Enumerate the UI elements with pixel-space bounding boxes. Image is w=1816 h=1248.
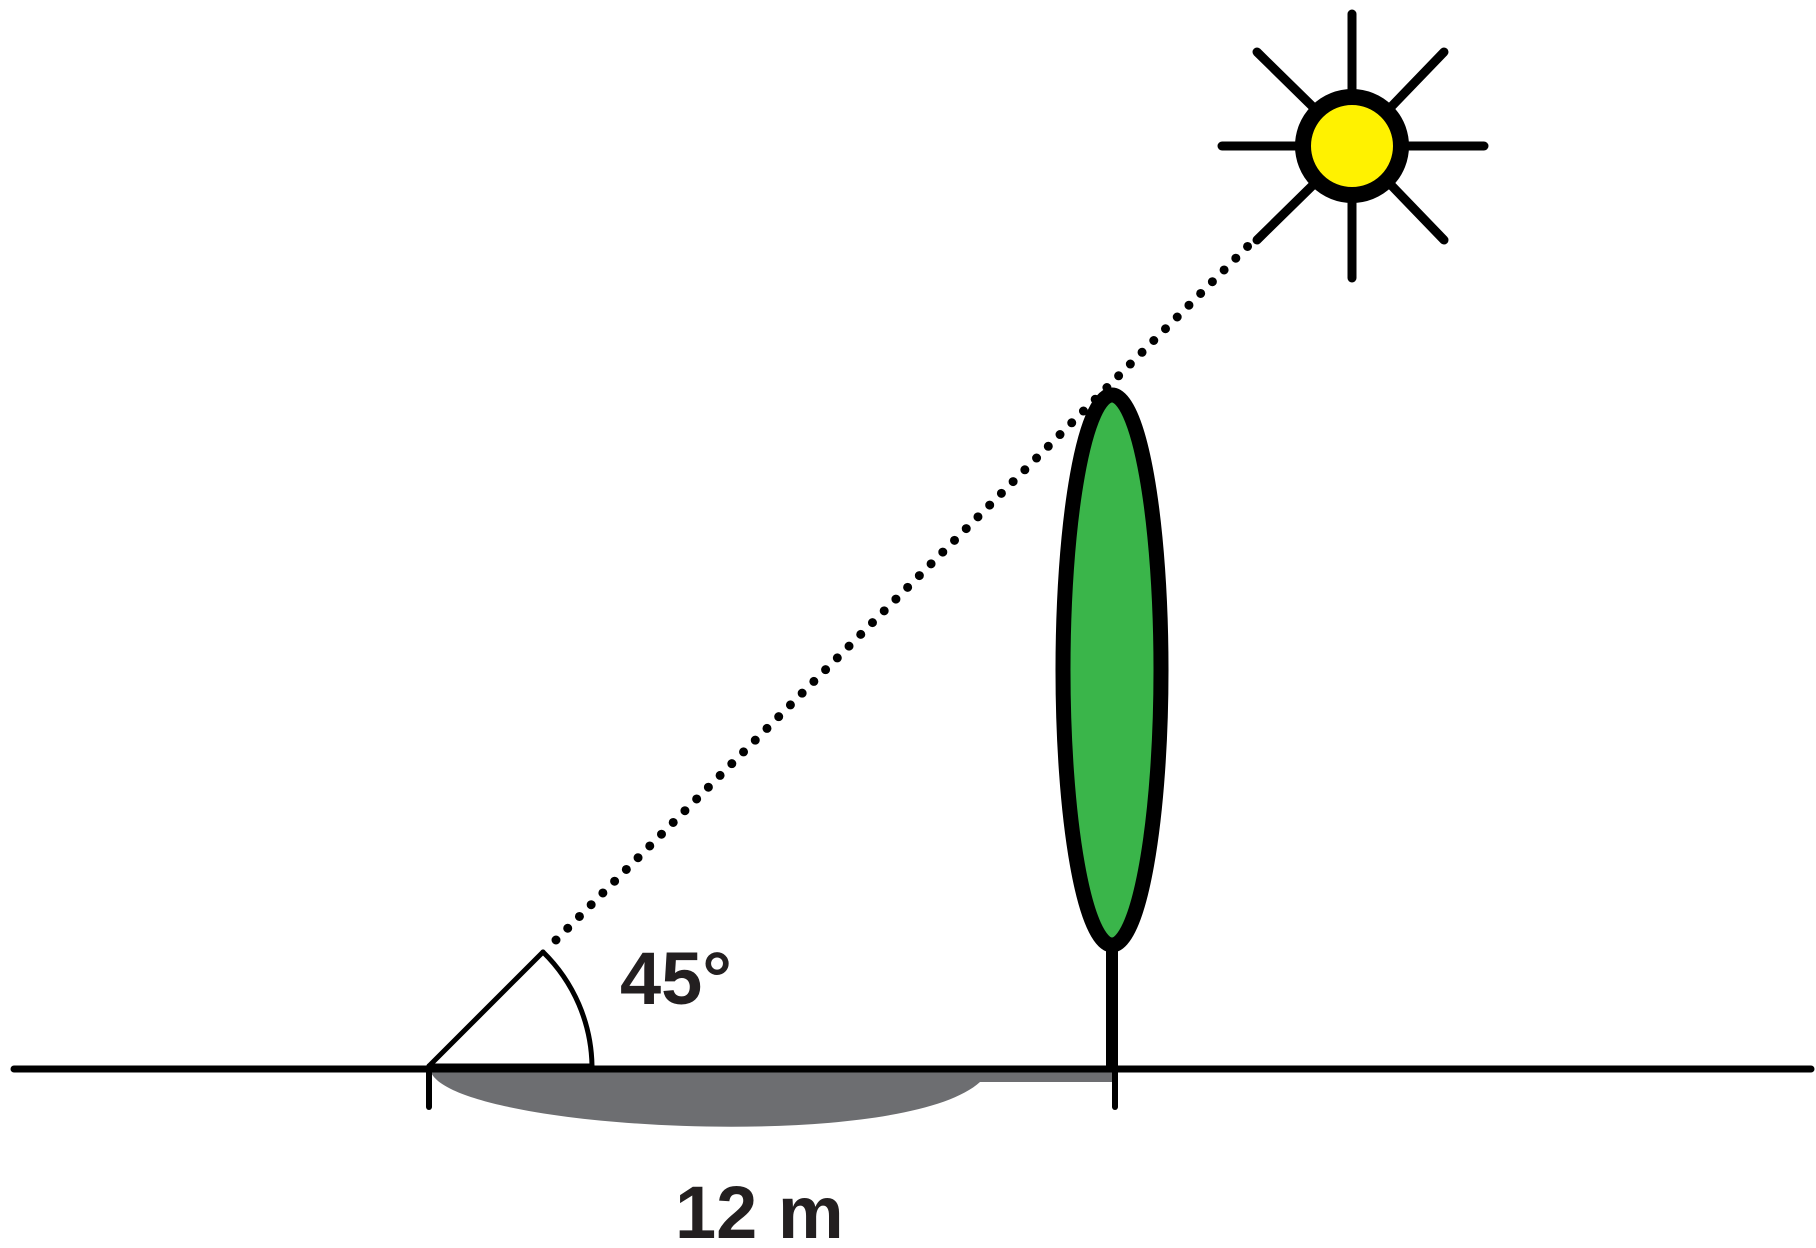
angle-label: 45° (620, 937, 732, 1020)
sun-rays (1217, 9, 1489, 283)
tree-crown (1055, 387, 1169, 953)
sun-disc (1295, 89, 1409, 203)
distance-label: 12 m (675, 1171, 844, 1248)
angle-ray-segment (426, 949, 546, 1069)
sun-ray-dotted (551, 237, 1257, 945)
tree-icon (1055, 387, 1169, 1069)
angle-arc (540, 949, 595, 1069)
tree-shadow (430, 1069, 1112, 1127)
sun-icon (1217, 9, 1489, 283)
